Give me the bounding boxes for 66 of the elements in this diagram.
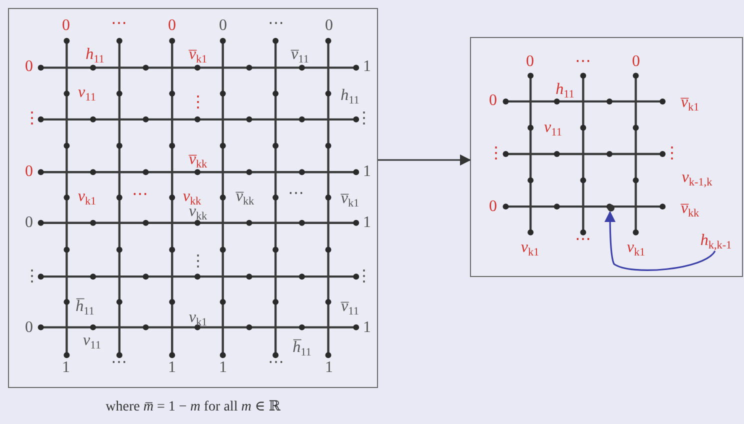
boundary-value: 0 [168, 18, 176, 34]
lattice-panel [8, 8, 378, 388]
boundary-value: 0 [25, 164, 33, 180]
variable-label: v̅$_{k1}$ [340, 191, 360, 207]
variable-label: h̅$_{11}$ [292, 340, 312, 356]
boundary-value: 1 [363, 320, 371, 336]
caption: where m̅ = 1 − m for all m ∈ ℝ [106, 398, 280, 416]
variable-label: v$_{k1}$ [78, 189, 96, 205]
variable-label: v$_{11}$ [78, 85, 96, 101]
boundary-value: 1 [363, 164, 371, 180]
boundary-value: 1 [219, 360, 227, 376]
variable-label: v̅$_{11}$ [291, 47, 309, 63]
boundary-value: 0 [632, 54, 640, 70]
arrow [378, 154, 472, 166]
variable-label: v̅$_{kk}$ [680, 201, 700, 217]
ellipsis-mark: ⋮ [190, 95, 206, 111]
ellipsis-mark: ⋮ [190, 254, 206, 270]
variable-label: v̅$_{11}$ [341, 299, 359, 315]
ellipsis-mark: ⋯ [111, 355, 127, 371]
ellipsis-mark: ⋮ [664, 146, 680, 162]
variable-label: v̅$_{kk}$ [236, 189, 254, 205]
boundary-value: 1 [62, 360, 70, 376]
variable-label: v$_{k1}$ [188, 310, 208, 326]
ellipsis-mark: ⋮ [24, 111, 40, 127]
ellipsis-mark: ⋯ [268, 16, 284, 32]
variable-label: h$_{11}$ [86, 47, 104, 63]
ellipsis-mark: ⋯ [268, 355, 284, 371]
boundary-value: 0 [219, 18, 227, 34]
ellipsis-mark: ⋯ [111, 16, 127, 32]
ellipsis-mark: ⋮ [356, 269, 372, 285]
boundary-value: 1 [168, 360, 176, 376]
boundary-value: 0 [25, 320, 33, 336]
variable-label: h$_{11}$ [556, 82, 574, 98]
variable-label: v$_{k-1,k}$ [682, 170, 712, 186]
variable-label: h̅$_{11}$ [76, 299, 94, 315]
lattice-panel [470, 37, 743, 277]
ellipsis-mark: ⋯ [288, 186, 304, 202]
boundary-value: 0 [25, 215, 33, 231]
ellipsis-mark: ⋯ [575, 54, 591, 70]
variable-label: v̅$_{kk}$ [188, 152, 208, 168]
grid-vertex-dot [608, 204, 614, 212]
variable-label: v̅$_{k1}$ [680, 95, 700, 111]
boundary-value: 1 [325, 360, 333, 376]
ellipsis-mark: ⋯ [132, 187, 148, 203]
boundary-value: 0 [325, 18, 333, 34]
boundary-value: 0 [489, 199, 497, 215]
ellipsis-mark: ⋮ [356, 111, 372, 127]
boundary-value: 0 [526, 54, 534, 70]
variable-label: v$_{11}$ [544, 120, 562, 136]
boundary-value: 0 [62, 18, 70, 34]
variable-label: v̅$_{k1}$ [188, 47, 208, 63]
variable-label: v$_{k1}$ [626, 240, 646, 256]
variable-label: v$_{kk}$ [188, 204, 208, 220]
variable-label: v$_{kk}$ [182, 189, 202, 205]
ellipsis-mark: ⋯ [575, 232, 591, 248]
variable-label: h$_{k,k-1}$ [700, 233, 732, 249]
ellipsis-mark: ⋮ [24, 269, 40, 285]
ellipsis-mark: ⋮ [488, 146, 504, 162]
arrow [604, 210, 716, 271]
variable-label: h$_{11}$ [340, 88, 360, 104]
boundary-value: 1 [363, 59, 371, 75]
variable-label: v$_{11}$ [83, 333, 101, 349]
boundary-value: 1 [363, 215, 371, 231]
boundary-value: 0 [25, 59, 33, 75]
boundary-value: 0 [489, 93, 497, 109]
variable-label: v$_{k1}$ [520, 240, 540, 256]
